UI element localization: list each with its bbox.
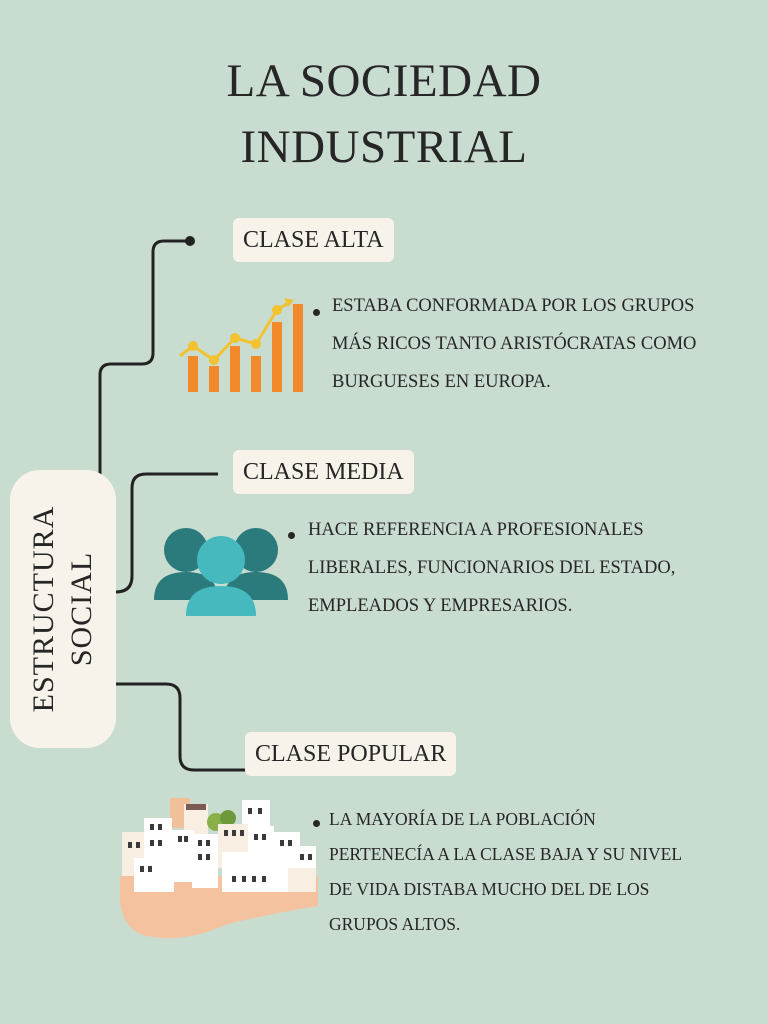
center-label: ESTRUCTURA SOCIAL — [25, 506, 101, 713]
desc-alta-line-1: ESTABA CONFORMADA POR LOS GRUPOS — [332, 296, 695, 316]
label-clase-popular: CLASE POPULAR — [245, 732, 457, 776]
center-line-1: ESTRUCTURA — [27, 505, 60, 713]
title-line-2: INDUSTRIAL — [240, 121, 528, 173]
desc-popular-line-4: GRUPOS ALTOS. — [329, 914, 461, 934]
label-clase-media: CLASE MEDIA — [233, 450, 414, 494]
desc-media-line-2: LIBERALES, FUNCIONARIOS DEL ESTADO, — [308, 558, 676, 578]
desc-alta-line-2: MÁS RICOS TANTO ARISTÓCRATAS COMO — [332, 334, 697, 354]
connector-media — [115, 472, 218, 594]
people-group-icon — [154, 528, 288, 616]
bullet-media — [288, 532, 295, 539]
connector-popular — [116, 682, 246, 772]
desc-media-line-3: EMPLEADOS Y EMPRESARIOS. — [308, 596, 573, 616]
desc-media-line-1: HACE REFERENCIA A PROFESIONALES — [308, 520, 644, 540]
title-line-1: LA SOCIEDAD — [226, 55, 542, 107]
bullet-alta — [313, 309, 320, 316]
page-title: LA SOCIEDAD INDUSTRIAL — [0, 48, 768, 180]
town-buildings-icon — [120, 798, 318, 939]
bullet-popular — [313, 820, 320, 827]
center-line-2: SOCIAL — [65, 551, 98, 667]
desc-alta-line-3: BURGUESES EN EUROPA. — [332, 372, 551, 392]
desc-popular-line-3: DE VIDA DISTABA MUCHO DEL DE LOS — [329, 879, 650, 899]
desc-clase-media: HACE REFERENCIA A PROFESIONALES LIBERALE… — [308, 511, 675, 625]
label-clase-alta: CLASE ALTA — [233, 218, 394, 262]
connector-alta — [98, 239, 190, 488]
desc-popular-line-1: LA MAYORÍA DE LA POBLACIÓN — [329, 809, 596, 829]
connector-alta-dot — [185, 236, 195, 246]
desc-popular-line-2: PERTENECÍA A LA CLASE BAJA Y SU NIVEL — [329, 844, 683, 864]
bar-chart-growth-icon — [179, 298, 303, 392]
desc-clase-alta: ESTABA CONFORMADA POR LOS GRUPOS MÁS RIC… — [332, 287, 696, 401]
desc-clase-popular: LA MAYORÍA DE LA POBLACIÓN PERTENECÍA A … — [329, 802, 682, 942]
center-box — [10, 470, 116, 748]
